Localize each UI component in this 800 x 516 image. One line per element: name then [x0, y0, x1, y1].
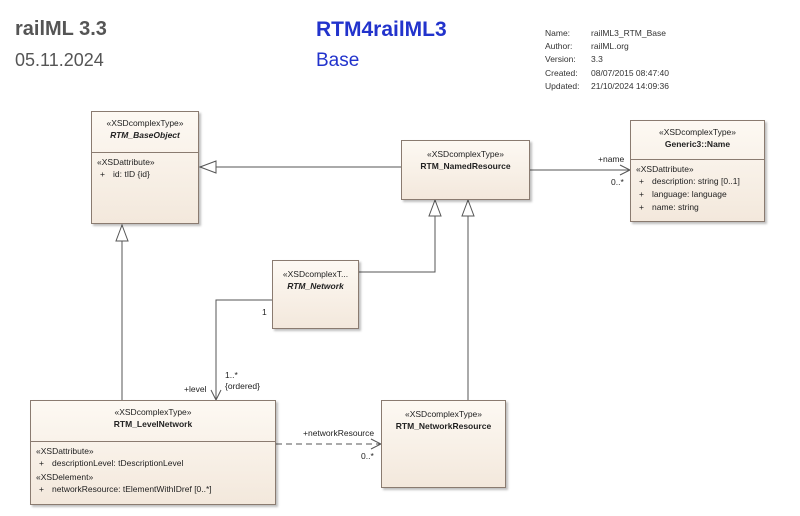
meta-row-created: Created: 08/07/2015 08:47:40	[545, 67, 669, 80]
attribute-stereotype: «XSDattribute»	[36, 446, 94, 456]
class-header: «XSDcomplexT... RTM_Network	[273, 261, 358, 292]
attribute-text: descriptionLevel: tDescriptionLevel	[52, 458, 184, 468]
class-stereotype: «XSDcomplexType»	[404, 409, 482, 419]
meta-key: Version:	[545, 54, 576, 65]
role-label-network-resource: +networkResource	[303, 428, 375, 438]
class-generic3-name[interactable]: «XSDcomplexType» Generic3::Name «XSDattr…	[630, 120, 765, 222]
class-header: «XSDcomplexType» RTM_NetworkResource	[382, 401, 505, 432]
class-rtm-network-resource[interactable]: «XSDcomplexType» RTM_NetworkResource	[381, 400, 506, 488]
attribute-row[interactable]: + language: language	[636, 188, 764, 201]
class-name: RTM_LevelNetwork	[113, 419, 193, 429]
diagram-metadata: Name:railML3_RTM_Base Author:railML.org …	[545, 27, 669, 93]
class-name: RTM_NetworkResource	[395, 421, 492, 431]
meta-key: Created:	[545, 67, 578, 78]
attribute-row[interactable]: + description: string [0..1]	[636, 175, 764, 188]
meta-row-name: Name: railML3_RTM_Base	[545, 27, 669, 40]
class-stereotype: «XSDcomplexT...	[282, 269, 349, 279]
attribute-compartment: «XSDattribute» + id: tID {id}	[92, 152, 198, 181]
visibility-marker: +	[39, 484, 44, 494]
diagram-title: railML 3.3	[15, 18, 107, 40]
element-stereotype: «XSDelement»	[36, 472, 94, 482]
class-stereotype: «XSDcomplexType»	[114, 407, 192, 417]
element-text: networkResource: tElementWithIDref [0..*…	[52, 484, 212, 494]
visibility-marker: +	[639, 176, 644, 186]
meta-value: railML.org	[591, 41, 629, 52]
class-name: RTM_BaseObject	[110, 130, 180, 140]
attribute-row[interactable]: + id: tID {id}	[97, 168, 198, 181]
generalization-network-to-named[interactable]	[359, 216, 436, 273]
multiplicity-name: 0..*	[611, 177, 624, 187]
multiplicity-network-resource: 0..*	[361, 451, 374, 461]
attribute-stereotype: «XSDattribute»	[97, 157, 155, 167]
package-title: RTM4railML3	[316, 18, 447, 41]
multiplicity-level: 1..*	[225, 370, 238, 380]
class-header: «XSDcomplexType» Generic3::Name	[631, 121, 764, 159]
visibility-marker: +	[39, 458, 44, 468]
attribute-compartment: «XSDattribute» + description: string [0.…	[631, 159, 764, 214]
generalization-arrowhead	[428, 198, 442, 217]
attribute-text: name: string	[652, 202, 699, 212]
attribute-row[interactable]: + descriptionLevel: tDescriptionLevel	[36, 457, 275, 470]
class-stereotype: «XSDcomplexType»	[106, 118, 184, 128]
meta-value: 08/07/2015 08:47:40	[591, 67, 669, 78]
class-rtm-network[interactable]: «XSDcomplexT... RTM_Network	[272, 260, 359, 329]
diagram-date: 05.11.2024	[15, 50, 104, 70]
generalization-arrowhead	[461, 198, 475, 217]
visibility-marker: +	[639, 189, 644, 199]
meta-value: railML3_RTM_Base	[591, 28, 666, 38]
meta-key: Updated:	[545, 80, 580, 91]
element-row[interactable]: + networkResource: tElementWithIDref [0.…	[36, 483, 275, 496]
visibility-marker: +	[639, 202, 644, 212]
attribute-text: id: tID {id}	[113, 169, 150, 179]
meta-row-version: Version: 3.3	[545, 53, 669, 66]
class-rtm-base-object[interactable]: «XSDcomplexType» RTM_BaseObject «XSDattr…	[91, 111, 199, 224]
meta-value: 3.3	[591, 54, 603, 65]
class-header: «XSDcomplexType» RTM_BaseObject	[92, 112, 198, 152]
package-subtitle: Base	[316, 50, 360, 71]
generalization-arrowhead	[198, 160, 217, 174]
meta-key: Name:	[545, 28, 571, 38]
class-name: Generic3::Name	[664, 139, 731, 149]
class-name: RTM_Network	[287, 281, 344, 291]
meta-row-author: Author: railML.org	[545, 40, 669, 53]
constraint-ordered: {ordered}	[225, 381, 260, 391]
class-name: RTM_NamedResource	[420, 161, 511, 171]
attribute-text: language: language	[652, 189, 727, 199]
multiplicity-network: 1	[262, 307, 267, 317]
attribute-compartment: «XSDattribute» + descriptionLevel: tDesc…	[31, 441, 275, 496]
role-label-level: +level	[184, 384, 207, 394]
class-stereotype: «XSDcomplexType»	[426, 149, 504, 159]
class-header: «XSDcomplexType» RTM_LevelNetwork	[31, 401, 275, 441]
attribute-row[interactable]: + name: string	[636, 201, 764, 214]
visibility-marker: +	[100, 169, 105, 179]
class-stereotype: «XSDcomplexType»	[658, 127, 736, 137]
class-rtm-level-network[interactable]: «XSDcomplexType» RTM_LevelNetwork «XSDat…	[30, 400, 276, 505]
association-network-to-level[interactable]	[215, 299, 272, 400]
meta-value: 21/10/2024 14:09:36	[591, 80, 669, 91]
meta-key: Author:	[545, 41, 573, 52]
class-header: «XSDcomplexType» RTM_NamedResource	[402, 141, 529, 172]
attribute-text: description: string [0..1]	[652, 176, 740, 186]
meta-row-updated: Updated: 21/10/2024 14:09:36	[545, 80, 669, 93]
attribute-stereotype: «XSDattribute»	[636, 164, 694, 174]
generalization-arrowhead	[115, 223, 129, 242]
class-rtm-named-resource[interactable]: «XSDcomplexType» RTM_NamedResource	[401, 140, 530, 200]
role-label-name: +name	[598, 154, 625, 164]
